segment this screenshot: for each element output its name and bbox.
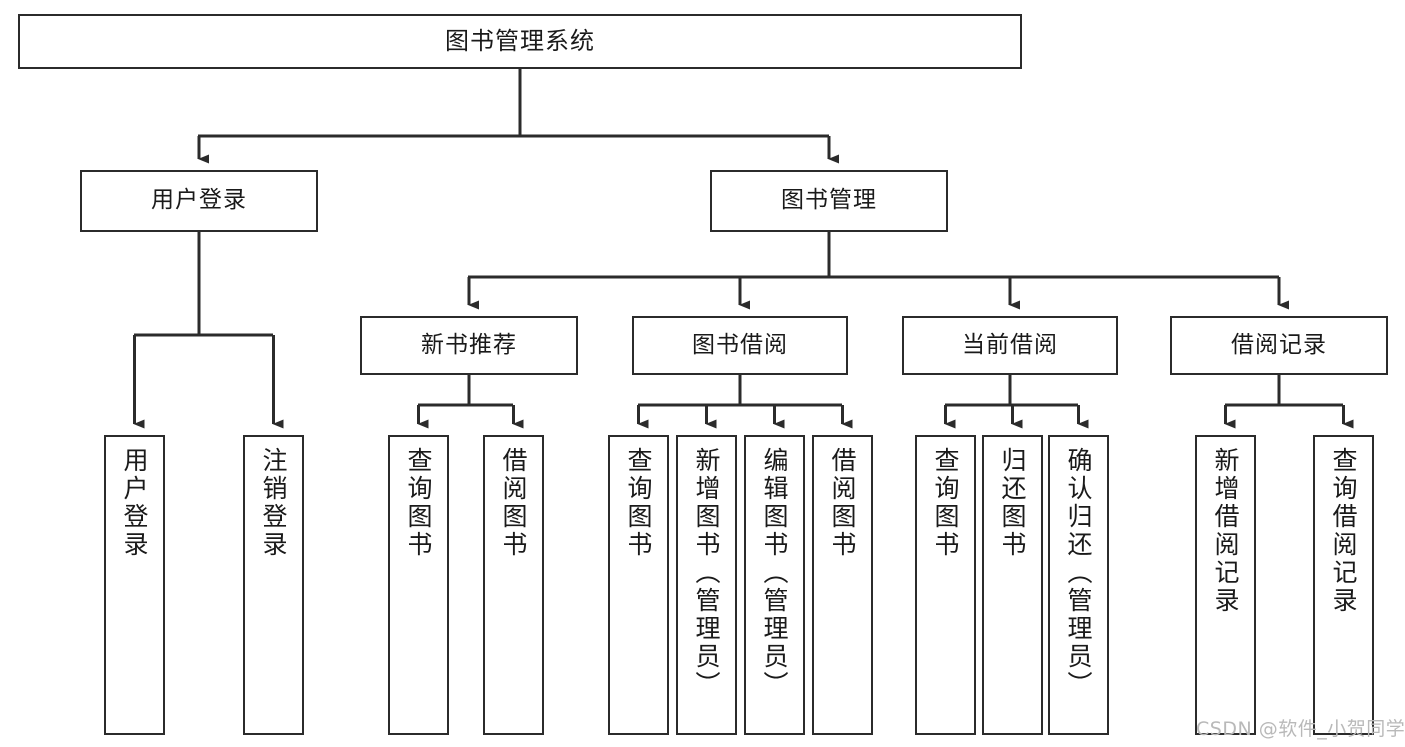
leaf-edit-book[interactable]: 编辑图书（管理员） [744,435,805,735]
node-book-borrow-label: 图书借阅 [692,331,788,358]
node-borrow-record-label: 借阅记录 [1231,331,1327,358]
leaf-borrow-book-1[interactable]: 借阅图书 [483,435,544,735]
leaf-add-book[interactable]: 新增图书（管理员） [676,435,737,735]
leaf-user-login-label: 用户登录 [120,447,149,559]
csdn-watermark: CSDN @软件_小贺同学 [1196,718,1405,740]
node-borrow-record[interactable]: 借阅记录 [1170,316,1388,375]
node-current-borrow[interactable]: 当前借阅 [902,316,1118,375]
leaf-query-book-3[interactable]: 查询图书 [915,435,976,735]
leaf-borrow-book-1-label: 借阅图书 [499,447,528,559]
leaf-return-book-label: 归还图书 [998,447,1027,559]
leaf-query-book-1-label: 查询图书 [404,447,433,559]
node-book-borrow[interactable]: 图书借阅 [632,316,848,375]
node-book-manage[interactable]: 图书管理 [710,170,948,232]
leaf-query-book-2-label: 查询图书 [624,447,653,559]
leaf-query-book-3-label: 查询图书 [931,447,960,559]
node-current-borrow-label: 当前借阅 [962,331,1058,358]
leaf-borrow-book-2-label: 借阅图书 [828,447,857,559]
leaf-query-book-1[interactable]: 查询图书 [388,435,449,735]
node-user-login[interactable]: 用户登录 [80,170,318,232]
leaf-confirm-return-label: 确认归还（管理员） [1064,447,1093,699]
node-new-book-recommend[interactable]: 新书推荐 [360,316,578,375]
node-root-label: 图书管理系统 [445,27,595,56]
leaf-borrow-book-2[interactable]: 借阅图书 [812,435,873,735]
leaf-add-book-label: 新增图书（管理员） [692,447,721,699]
leaf-add-record-label: 新增借阅记录 [1211,447,1240,615]
leaf-edit-book-label: 编辑图书（管理员） [760,447,789,699]
leaf-add-record[interactable]: 新增借阅记录 [1195,435,1256,735]
leaf-user-logout[interactable]: 注销登录 [243,435,304,735]
leaf-user-logout-label: 注销登录 [259,447,288,559]
node-new-book-recommend-label: 新书推荐 [421,331,517,358]
node-book-manage-label: 图书管理 [781,187,877,214]
leaf-return-book[interactable]: 归还图书 [982,435,1043,735]
leaf-query-record[interactable]: 查询借阅记录 [1313,435,1374,735]
leaf-query-book-2[interactable]: 查询图书 [608,435,669,735]
leaf-query-record-label: 查询借阅记录 [1329,447,1358,615]
leaf-user-login[interactable]: 用户登录 [104,435,165,735]
leaf-confirm-return[interactable]: 确认归还（管理员） [1048,435,1109,735]
node-user-login-label: 用户登录 [151,187,247,214]
node-root[interactable]: 图书管理系统 [18,14,1022,69]
